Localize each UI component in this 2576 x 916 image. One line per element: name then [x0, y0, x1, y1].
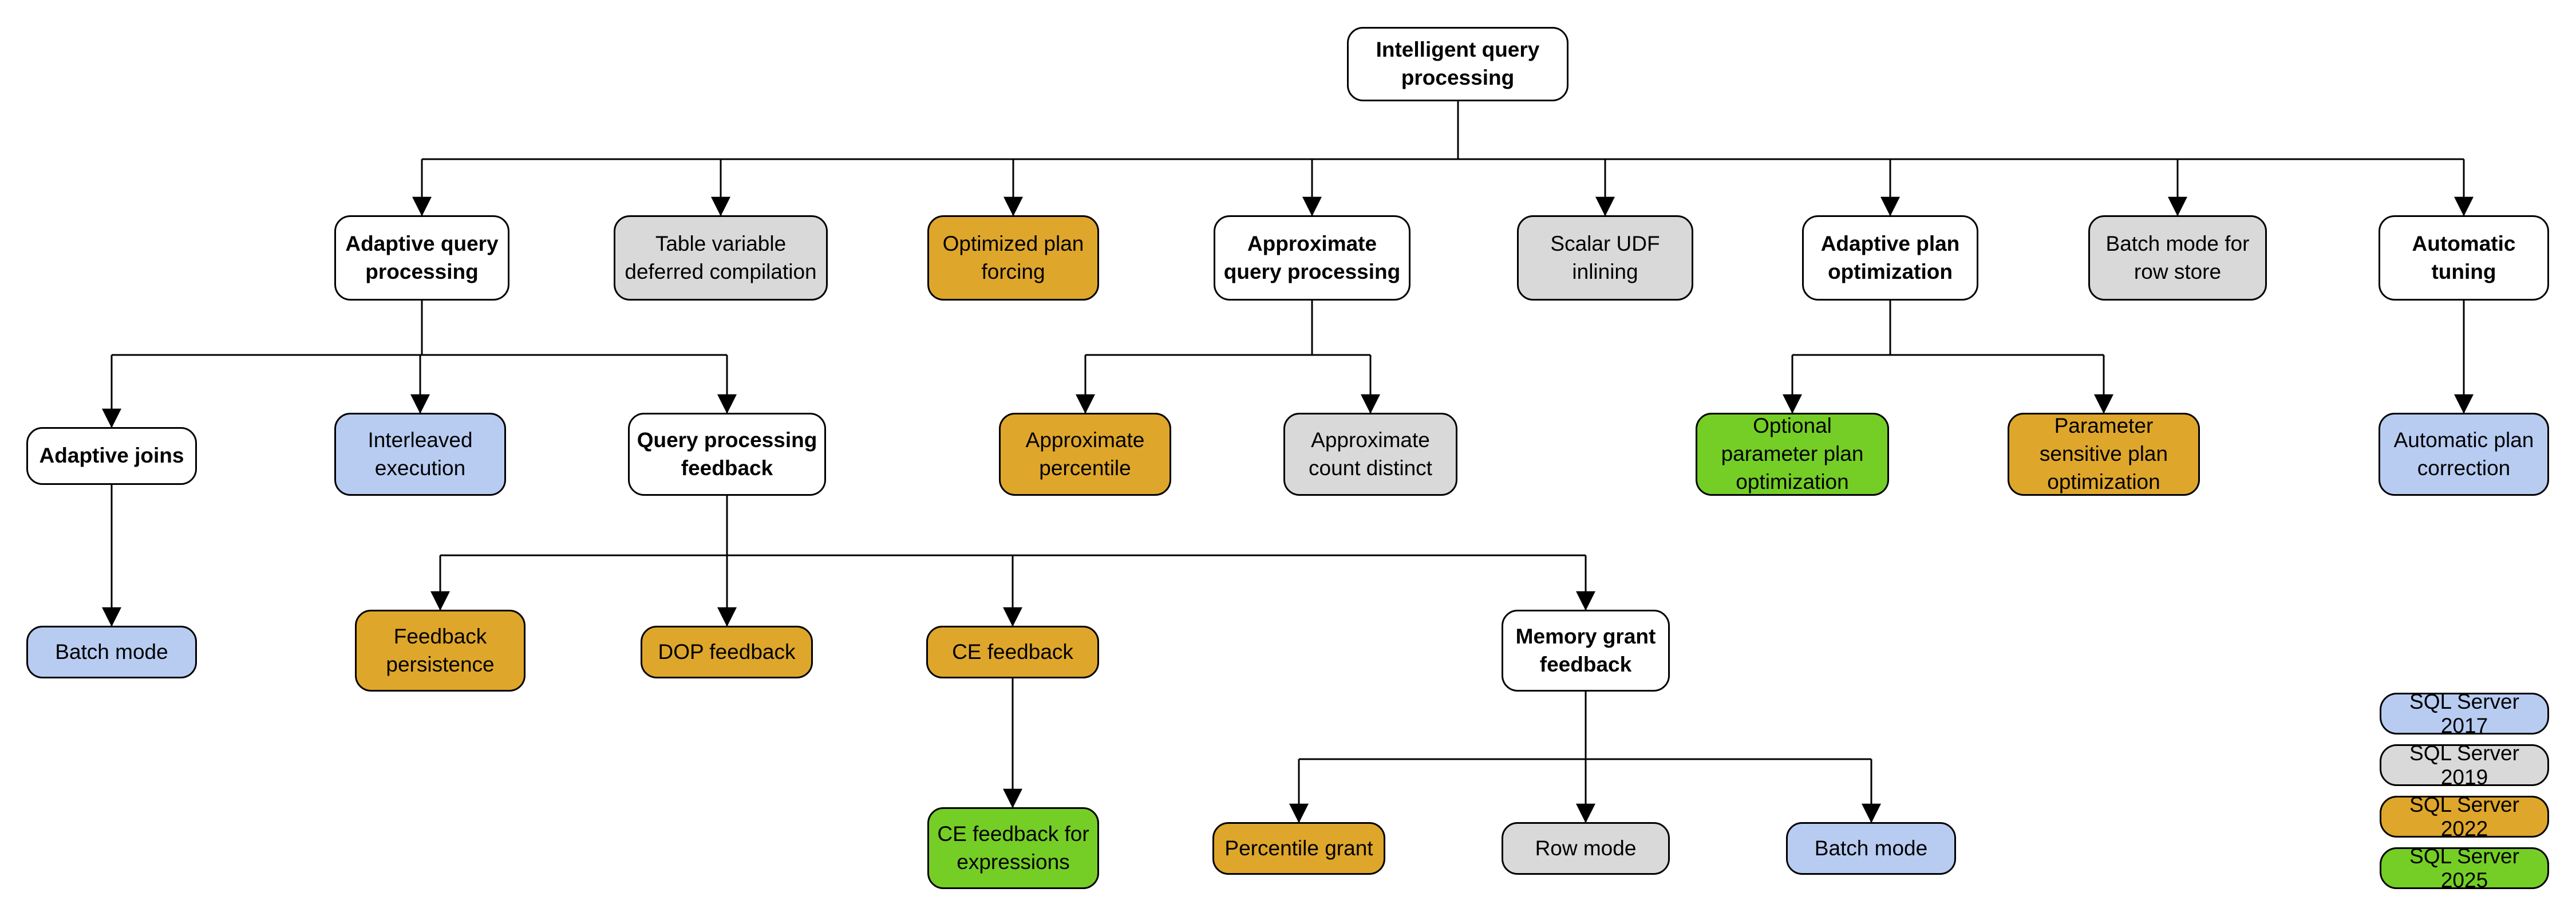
node-optional-parameter-plan-optimization: Optional parameter plan optimization — [1696, 413, 1889, 496]
node-ce-feedback-for-expressions: CE feedback for expressions — [927, 807, 1099, 889]
node-query-processing-feedback: Query processing feedback — [628, 413, 826, 496]
node-parameter-sensitive-plan-optimization: Parameter sensitive plan optimization — [2008, 413, 2200, 496]
node-interleaved-execution: Interleaved execution — [334, 413, 506, 496]
node-adaptive-joins: Adaptive joins — [26, 427, 197, 485]
node-automatic-plan-correction: Automatic plan correction — [2379, 413, 2549, 496]
node-approximate-query-processing: Approximate query processing — [1214, 215, 1411, 301]
node-memory-grant-feedback: Memory grant feedback — [1502, 610, 1670, 692]
node-approximate-count-distinct: Approximate count distinct — [1283, 413, 1457, 496]
node-batch-mode-memory-grant: Batch mode — [1786, 822, 1956, 875]
node-dop-feedback: DOP feedback — [641, 626, 813, 678]
legend-sql-server-2022: SQL Server 2022 — [2380, 793, 2549, 840]
legend-sql-server-2019: SQL Server 2019 — [2380, 741, 2549, 789]
node-approximate-percentile: Approximate percentile — [999, 413, 1171, 496]
node-optimized-plan-forcing: Optimized plan forcing — [927, 215, 1099, 301]
node-batch-mode-adaptive-joins: Batch mode — [26, 626, 197, 678]
node-table-variable-deferred-compilation: Table variable deferred compilation — [614, 215, 828, 301]
node-batch-mode-for-row-store: Batch mode for row store — [2088, 215, 2267, 301]
node-adaptive-query-processing: Adaptive query processing — [334, 215, 509, 301]
node-row-mode: Row mode — [1502, 822, 1670, 875]
node-intelligent-query-processing: Intelligent query processing — [1347, 27, 1568, 101]
legend-sql-server-2025: SQL Server 2025 — [2380, 844, 2549, 892]
node-ce-feedback: CE feedback — [926, 626, 1099, 678]
node-adaptive-plan-optimization: Adaptive plan optimization — [1802, 215, 1978, 301]
node-automatic-tuning: Automatic tuning — [2379, 215, 2549, 301]
legend-sql-server-2017: SQL Server 2017 — [2380, 690, 2549, 737]
node-feedback-persistence: Feedback persistence — [355, 610, 526, 692]
node-percentile-grant: Percentile grant — [1212, 822, 1385, 875]
node-scalar-udf-inlining: Scalar UDF inlining — [1517, 215, 1693, 301]
